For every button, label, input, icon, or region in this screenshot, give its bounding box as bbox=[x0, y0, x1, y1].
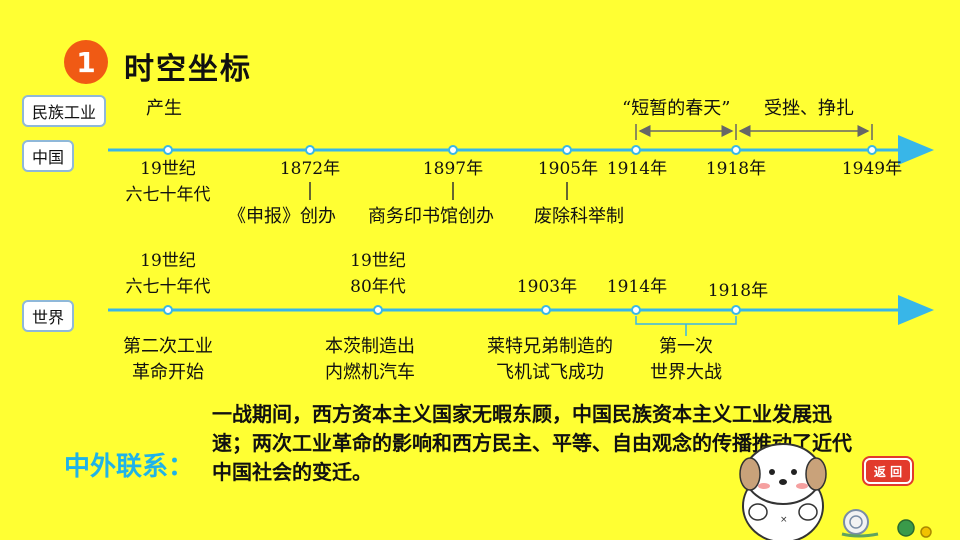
summary-text: 一战期间，西方资本主义国家无暇东顾，中国民族资本主义工业发展迅速；两次工业革命的… bbox=[212, 402, 852, 484]
svg-text:×: × bbox=[780, 515, 788, 525]
china-year-1949: 1949年 bbox=[841, 159, 903, 179]
china-dot-3 bbox=[448, 145, 458, 155]
china-event-shenbao: 《申报》创办 bbox=[228, 206, 336, 227]
world-year-19c-60s70s: 19世纪 六七十年代 bbox=[125, 251, 211, 297]
china-dot-5 bbox=[631, 145, 641, 155]
dog-mascot-icon: × bbox=[739, 443, 827, 540]
china-event-abolish-exam: 废除科举制 bbox=[534, 206, 624, 227]
back-button[interactable]: 返 回 bbox=[864, 458, 912, 484]
world-year-1914: 1914年 bbox=[606, 277, 668, 297]
tag-national-industry: 民族工业 bbox=[22, 95, 107, 127]
section-number-badge: 1 bbox=[64, 40, 108, 84]
china-year-1914: 1914年 bbox=[606, 159, 668, 179]
china-dot-1 bbox=[163, 145, 173, 155]
world-dot-4 bbox=[631, 305, 641, 315]
china-year-1905: 1905年 bbox=[537, 159, 599, 179]
world-dot-1 bbox=[163, 305, 173, 315]
china-year-1872: 1872年 bbox=[279, 159, 341, 179]
world-year-1903: 1903年 bbox=[516, 277, 578, 297]
china-dot-6 bbox=[731, 145, 741, 155]
world-dot-5 bbox=[731, 305, 741, 315]
world-year-1918: 1918年 bbox=[707, 281, 769, 301]
world-dot-2 bbox=[373, 305, 383, 315]
label-setback: 受挫、挣扎 bbox=[764, 98, 854, 119]
world-year-19c-80s: 19世纪 80年代 bbox=[350, 251, 406, 297]
china-event-commercial-press: 商务印书馆创办 bbox=[368, 206, 494, 227]
world-event-wright-flight: 莱特兄弟制造的 飞机试飞成功 bbox=[487, 336, 613, 383]
china-year-19c-60s70s: 19世纪 六七十年代 bbox=[125, 159, 211, 205]
china-dot-2 bbox=[305, 145, 315, 155]
tag-world: 世界 bbox=[22, 300, 75, 332]
label-short-spring: “短暂的春天” bbox=[622, 98, 731, 119]
world-event-second-industrial-revolution: 第二次工业 革命开始 bbox=[123, 336, 213, 383]
page-title: 时空坐标 bbox=[124, 52, 252, 87]
world-event-benz-car: 本茨制造出 内燃机汽车 bbox=[325, 336, 415, 383]
china-dot-4 bbox=[562, 145, 572, 155]
world-event-wwi: 第一次 世界大战 bbox=[650, 336, 722, 383]
tag-china: 中国 bbox=[22, 140, 75, 172]
china-year-1897: 1897年 bbox=[422, 159, 484, 179]
summary-label: 中外联系： bbox=[64, 452, 195, 482]
china-year-1918: 1918年 bbox=[705, 159, 767, 179]
label-origin: 产生 bbox=[146, 98, 182, 119]
wwi-bracket bbox=[635, 316, 737, 325]
world-dot-3 bbox=[541, 305, 551, 315]
snail-decoration-icon bbox=[841, 509, 932, 538]
china-dot-7 bbox=[867, 145, 877, 155]
